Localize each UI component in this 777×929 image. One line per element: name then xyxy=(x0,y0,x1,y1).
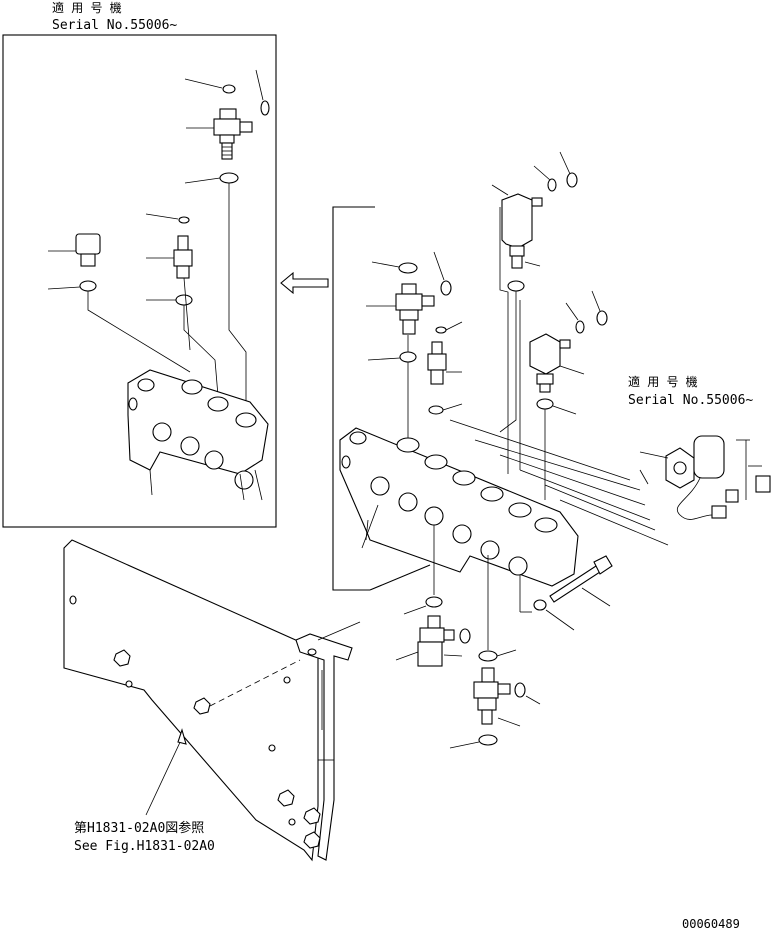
inset-frame xyxy=(2,34,277,528)
solenoid-valve xyxy=(639,435,771,520)
main-elbow-fitting xyxy=(395,283,435,335)
solenoid-applicable-label: 適 用 号 機 xyxy=(628,374,698,389)
mounting-bracket xyxy=(63,539,361,862)
drawing-number: 00060489 xyxy=(682,917,740,929)
main-nipple xyxy=(427,341,447,385)
solenoid-serial-label: Serial No.55006~ xyxy=(628,393,753,408)
main-valve-block xyxy=(339,419,669,587)
pressure-switch-top xyxy=(491,151,578,269)
reference-jp-label: 第H1831-02A0図参照 xyxy=(74,820,204,836)
inset-plug-bolt xyxy=(75,233,101,267)
main-assembly-outline xyxy=(332,206,431,591)
reference-en-label: See Fig.H1831-02A0 xyxy=(74,839,215,854)
reference-leader xyxy=(145,728,187,816)
inset-serial-label: Serial No.55006~ xyxy=(52,18,177,33)
main-upper-fittings xyxy=(366,151,608,500)
inset-parts xyxy=(47,69,270,501)
transfer-arrow-icon xyxy=(280,271,329,295)
main-lower-fittings xyxy=(395,525,613,749)
lower-elbow-fitting-1 xyxy=(417,615,455,667)
lower-elbow-fitting-2 xyxy=(473,667,511,725)
inset-elbow-fitting xyxy=(213,108,253,160)
mounting-bolt xyxy=(549,555,613,603)
elbow-sensor-right xyxy=(529,290,608,393)
inset-nipple xyxy=(173,235,193,279)
inset-applicable-label: 適 用 号 機 xyxy=(52,0,122,15)
inset-valve-block xyxy=(127,369,269,501)
